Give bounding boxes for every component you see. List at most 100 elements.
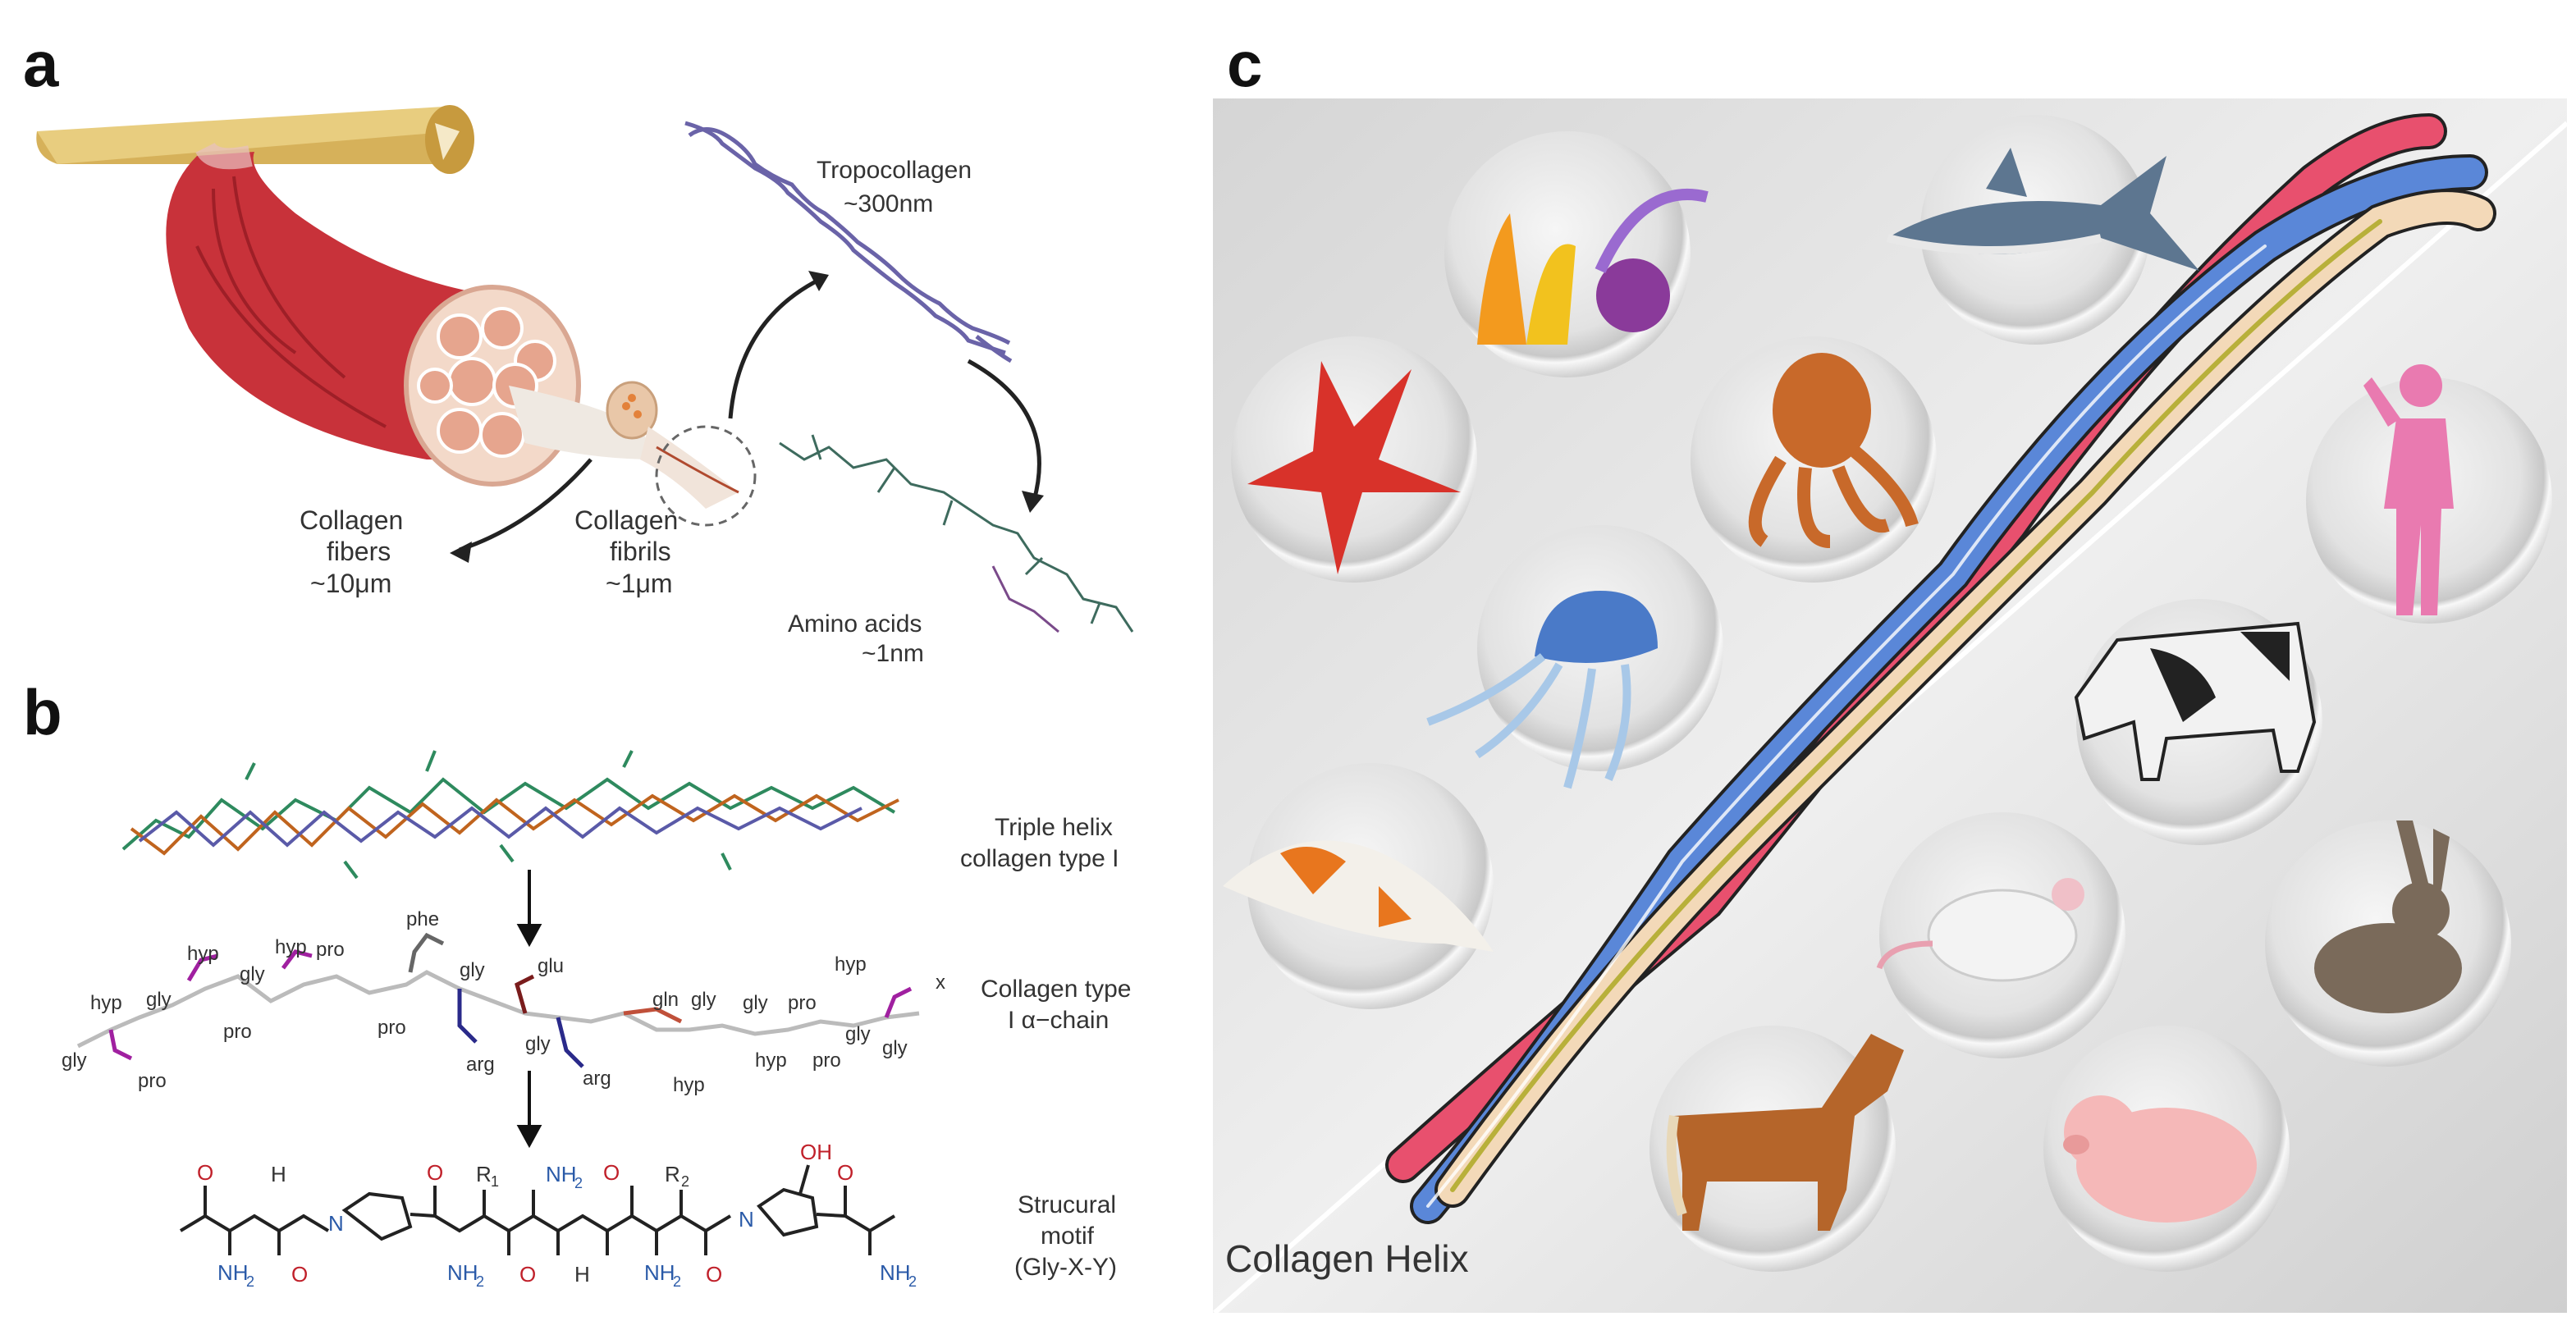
- residue-label: gly: [743, 992, 768, 1014]
- muscle-illustration: [166, 141, 757, 527]
- caption-motif: Strucural: [1018, 1191, 1116, 1218]
- atom-n: N: [739, 1207, 754, 1232]
- panel-a-labels: Tropocollagen ~300nm Collagen fibers ~10…: [300, 157, 972, 667]
- atom-h: H: [271, 1162, 286, 1186]
- caption-alpha-chain: Collagen type: [981, 976, 1131, 1003]
- atom-o: O: [706, 1262, 722, 1287]
- residue-label: hyp: [835, 953, 867, 976]
- atom-o: O: [603, 1160, 620, 1185]
- atom-nh2-sub: 2: [476, 1273, 484, 1290]
- label-tropocollagen: Tropocollagen: [817, 157, 972, 184]
- atom-nh2-sub: 2: [574, 1175, 583, 1191]
- residue-label: phe: [406, 908, 439, 930]
- residue-labels: hyp gly hyp gly hyp pro gly pro pro phe …: [62, 908, 945, 1096]
- residue-label: hyp: [755, 1049, 787, 1072]
- label-fibers: Collagen: [300, 505, 403, 535]
- residue-label: hyp: [673, 1074, 705, 1096]
- flow-arrows: [516, 870, 542, 1149]
- koi-fish-icon: [1223, 840, 1494, 952]
- atom-nh2: NH: [546, 1162, 577, 1186]
- panel-b: b hyp gly hyp gly hyp pro gly pro pro ph…: [23, 676, 1131, 1290]
- residue-label: gly: [240, 963, 265, 985]
- label-fibers-size: ~10μm: [310, 569, 391, 598]
- collagen-helix-strands: [1385, 113, 2496, 1224]
- residue-label: glu: [538, 955, 564, 977]
- residue-label: arg: [466, 1054, 495, 1076]
- atom-o: O: [837, 1160, 853, 1185]
- atom-nh2: NH: [217, 1260, 249, 1285]
- label-tropocollagen-size: ~300nm: [844, 190, 933, 217]
- residue-label: gly: [146, 989, 172, 1011]
- label-amino-size: ~1nm: [862, 640, 924, 667]
- panel-a: a: [23, 28, 1134, 667]
- residue-label: pro: [223, 1021, 252, 1043]
- atom-h: H: [574, 1262, 590, 1287]
- caption-motif-3: (Gly-X-Y): [1014, 1254, 1117, 1281]
- atom-r1-sub: 1: [491, 1173, 499, 1190]
- panel-b-letter: b: [23, 676, 62, 748]
- amino-acid-chain: [779, 434, 1134, 633]
- residue-label: pro: [138, 1070, 167, 1092]
- cow-icon: [2074, 621, 2317, 781]
- residue-label: pro: [377, 1017, 406, 1039]
- caption-alpha-chain-2: I α−chain: [1008, 1007, 1109, 1034]
- process-arrows: [459, 277, 1041, 552]
- atom-r2: R: [665, 1162, 680, 1186]
- tendon-illustration: [36, 105, 474, 174]
- tropocollagen-helix: [684, 121, 1013, 363]
- residue-label: pro: [788, 992, 817, 1014]
- coral-icon: [1477, 188, 1709, 345]
- panel-c: c: [1213, 28, 2569, 1315]
- residue-label: x: [936, 971, 945, 994]
- atom-oh: OH: [800, 1140, 832, 1164]
- structural-motif: [179, 1164, 896, 1255]
- residue-label: hyp: [90, 992, 122, 1014]
- residue-label: gln: [652, 989, 679, 1011]
- horse-icon: [1666, 1034, 1904, 1231]
- atom-nh2-sub: 2: [673, 1273, 681, 1290]
- atom-nh2-sub: 2: [908, 1273, 917, 1290]
- collagen-helix-title: Collagen Helix: [1225, 1237, 1469, 1280]
- label-fibers-2: fibers: [327, 537, 391, 566]
- shark-icon: [1886, 148, 2199, 271]
- residue-label: gly: [882, 1037, 908, 1059]
- human-icon: [2363, 364, 2454, 615]
- octopus-icon: [1748, 353, 1919, 548]
- residue-label: pro: [316, 939, 345, 961]
- atom-o: O: [427, 1160, 443, 1185]
- caption-motif-2: motif: [1041, 1223, 1095, 1250]
- residue-label: gly: [62, 1049, 87, 1072]
- atom-o: O: [197, 1160, 213, 1185]
- residue-label: gly: [845, 1023, 871, 1045]
- residue-label: hyp: [275, 936, 307, 958]
- atom-nh2: NH: [644, 1260, 675, 1285]
- motif-atoms: O NH 2 H O N O R 1 NH 2 NH 2 O H O R 2 N…: [197, 1140, 917, 1290]
- residue-label: gly: [460, 959, 485, 981]
- alpha-chain-model: [76, 932, 920, 1068]
- starfish-icon: [1247, 361, 1461, 574]
- residue-label: pro: [812, 1049, 841, 1072]
- label-fibrils: Collagen: [574, 505, 678, 535]
- rabbit-icon: [2314, 820, 2462, 1013]
- label-amino: Amino acids: [788, 610, 922, 638]
- residue-label: gly: [691, 989, 716, 1011]
- jellyfish-icon: [1426, 591, 1658, 789]
- residue-label: gly: [525, 1033, 551, 1055]
- residue-label: hyp: [187, 943, 219, 965]
- triple-helix-model: [121, 750, 899, 880]
- atom-r2-sub: 2: [681, 1173, 689, 1190]
- rat-icon: [1876, 878, 2084, 982]
- atom-nh2: NH: [447, 1260, 478, 1285]
- panel-b-captions: Triple helix collagen type I Collagen ty…: [960, 814, 1131, 1281]
- panel-c-letter: c: [1227, 28, 1262, 100]
- caption-triple-helix-2: collagen type I: [960, 845, 1119, 872]
- atom-nh2: NH: [880, 1260, 911, 1285]
- pig-icon: [2063, 1095, 2257, 1223]
- atom-o: O: [519, 1262, 536, 1287]
- label-fibrils-2: fibrils: [610, 537, 671, 566]
- atom-r1: R: [476, 1162, 492, 1186]
- atom-o: O: [291, 1262, 308, 1287]
- caption-triple-helix: Triple helix: [995, 814, 1113, 841]
- atom-n: N: [328, 1211, 344, 1236]
- label-fibrils-size: ~1μm: [606, 569, 673, 598]
